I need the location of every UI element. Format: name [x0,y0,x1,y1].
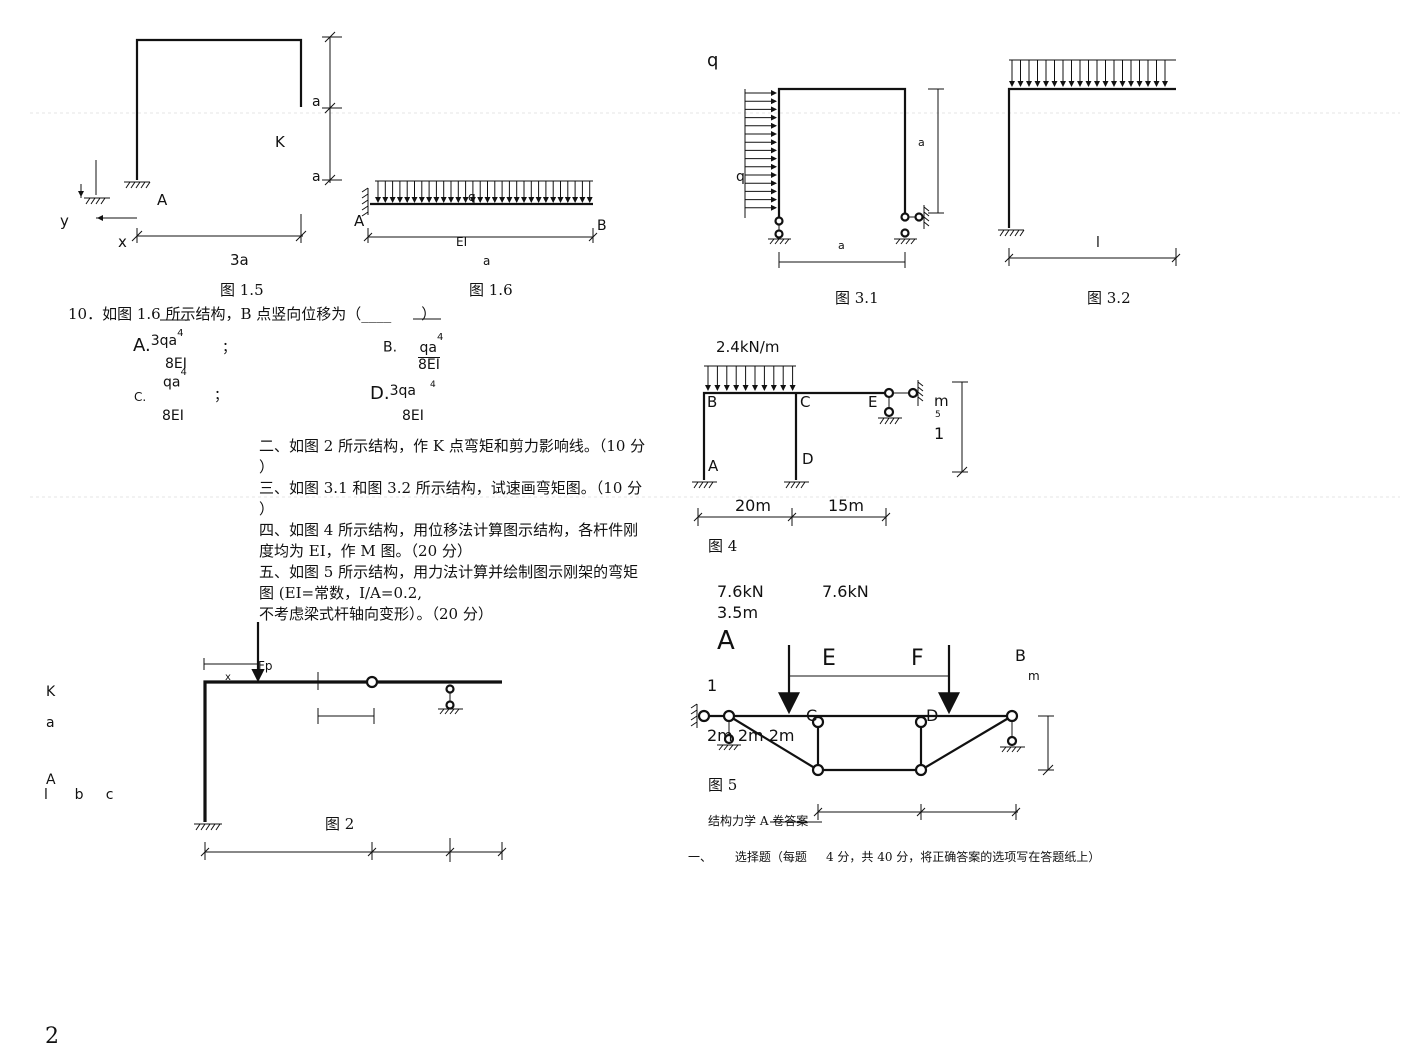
fig15-label-A: A [157,191,168,209]
fig15-label-a1: a [312,94,321,110]
question-4-line1: 四、如图 4 所示结构，用位移法计算图示结构，各杆件刚 [259,521,639,539]
figure-4 [692,365,968,526]
fig31-caption: 图 3.1 [835,289,879,307]
figure-3-1 [744,87,944,268]
fig2-margin-a: a [46,715,55,731]
fig5-caption: 图 5 [708,776,738,794]
fig2-margin-A: A [46,772,56,788]
fig4-label-D: D [802,450,814,468]
option-d-exp: 4 [430,380,436,390]
fig15-caption: 图 1.5 [220,281,264,299]
option-c-den: 8EI [162,408,184,424]
question-10: 10．如图 1.6 所示结构，B 点竖向位移为（____ ） [68,307,436,322]
fig4-load: 2.4kN/m [716,338,780,356]
fig15-label-x: x [118,233,127,251]
fig4-label-m: m [934,392,949,410]
fig31-label-q-top: q [707,50,719,71]
fig5-label-A: A [717,626,735,656]
question-3-line1: 三、如图 3.1 和图 3.2 所示结构，试速画弯矩图。（10 分 [259,479,643,497]
answers-title: 结构力学 A 卷答案 [708,814,809,828]
fig4-label-C: C [800,393,811,411]
fig31-label-a-bottom: a [838,239,845,252]
fig32-caption: 图 3.2 [1087,289,1131,307]
question-4-line2: 度均为 EI，作 M 图。（20 分） [259,542,472,560]
question-5-line3: 不考虑梁式杆轴向变形）。（20 分） [259,605,493,623]
fig4-label-E: E [868,393,878,411]
fig2-margin-k: K [46,684,56,700]
fig32-label-l: l [1096,235,1100,251]
fig4-dim-15m: 15m [828,496,864,515]
fig2-label-fp: Fp [258,659,273,673]
fig16-label-a: a [483,254,491,268]
fig16-label-EI: EI [456,235,468,249]
fig2-label-x: x [225,672,231,683]
fig4-label-5: 5 [935,410,941,420]
figure-5 [690,645,1054,823]
page-number: 2 [45,1024,59,1049]
fig15-label-3a: 3a [230,251,249,269]
fig16-label-A: A [354,212,365,230]
fig5-label-35m: 3.5m [717,603,759,622]
option-d-den: 8EI [402,408,424,424]
fig5-label-C: C [806,706,818,725]
option-c-letter: C. [134,390,147,404]
fig16-label-q: q [468,190,476,204]
option-d: D.3qa [370,383,416,404]
fig31-label-a-right: a [918,136,925,149]
figure-1-6 [361,180,598,243]
fig16-caption: 图 1.6 [469,281,513,299]
fig5-label-B: B [1015,646,1026,665]
question-2-line2: ） [259,458,275,476]
fig2-margin-lbc: l b c [44,787,114,803]
option-a: A.3qa4 [133,328,184,356]
figure-2 [194,622,507,862]
fig5-label-m: m [1028,669,1040,683]
fig4-label-1: 1 [934,424,945,443]
fig16-label-B: B [597,218,607,234]
fig5-dims: 2m 2m 2m [707,726,795,745]
fig5-label-F: F [911,646,924,671]
option-c-num: qa4 [163,367,187,391]
fig5-label-1: 1 [707,676,718,695]
fig4-label-A: A [708,457,719,475]
fig15-label-a2: a [312,169,321,185]
fig5-label-D: D [926,706,939,725]
question-5-line1: 五、如图 5 所示结构，用力法计算并绘制图示刚架的弯矩 [259,563,639,581]
option-a-den: 8EI [165,356,187,372]
fig31-label-q-side: q [736,169,745,185]
fig4-label-B: B [707,393,718,411]
figure-3-2 [998,59,1181,266]
fig5-load1: 7.6kN [717,582,764,601]
fig4-dim-20m: 20m [735,496,771,515]
figure-1-5 [78,31,342,243]
question-2-line1: 二、如图 2 所示结构，作 K 点弯矩和剪力影响线。（10 分 [259,437,646,455]
option-b-den: 8EI [418,357,440,373]
option-c-sep: ； [214,388,228,404]
question-10-blank: ____ [361,305,392,323]
question-10-text: 10．如图 1.6 所示结构，B 点竖向位移为（ [68,305,362,323]
fig5-load2: 7.6kN [822,582,869,601]
option-b: B. qa4 [383,332,444,356]
fig15-label-k: K [275,133,285,151]
page-guides [30,112,1400,498]
question-10-close: ） [421,305,437,323]
question-5-line2: 图 (EI=常数，I/A=0.2, [259,584,423,602]
fig4-caption: 图 4 [708,537,738,555]
fig5-label-E: E [822,646,836,671]
question-3-line2: ） [259,500,275,518]
fig15-label-y: y [60,212,69,230]
answers-section-1: 一、 选择题（每题 4 分，共 40 分，将正确答案的选项写在答题纸上） [688,850,1101,864]
option-a-sep: ； [222,340,236,356]
fig2-caption: 图 2 [325,815,355,833]
